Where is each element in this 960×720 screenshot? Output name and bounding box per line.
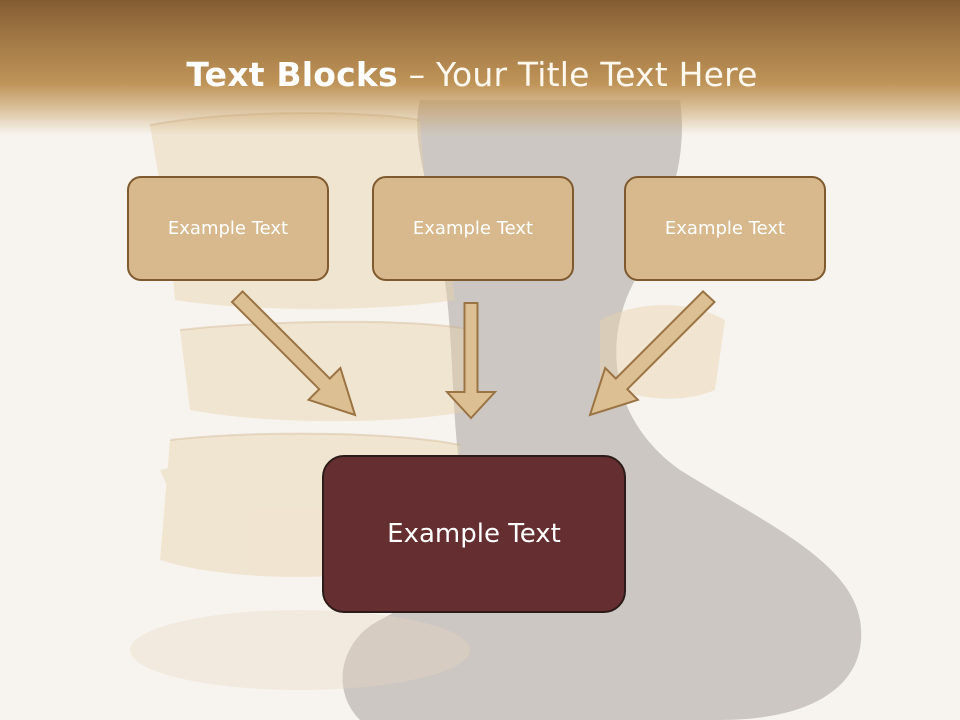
text-box-1[interactable]: Example Text bbox=[127, 176, 329, 281]
reflection bbox=[130, 610, 470, 690]
title-bold: Text Blocks bbox=[186, 55, 398, 94]
title-rest: Your Title Text Here bbox=[435, 55, 758, 94]
arrow-left-icon bbox=[230, 289, 357, 417]
header-band bbox=[0, 0, 960, 135]
text-box-3[interactable]: Example Text bbox=[624, 176, 826, 281]
slide-title: Text Blocks – Your Title Text Here bbox=[0, 55, 944, 95]
arrow-right-icon bbox=[588, 290, 716, 417]
arrow-center-icon bbox=[444, 302, 498, 420]
text-box-2-label: Example Text bbox=[412, 218, 534, 239]
text-box-2[interactable]: Example Text bbox=[372, 176, 574, 281]
result-box-label: Example Text bbox=[387, 519, 561, 549]
text-box-3-label: Example Text bbox=[664, 218, 786, 239]
text-box-1-label: Example Text bbox=[167, 218, 289, 239]
result-box[interactable]: Example Text bbox=[322, 455, 626, 613]
title-dash: – bbox=[397, 55, 436, 94]
